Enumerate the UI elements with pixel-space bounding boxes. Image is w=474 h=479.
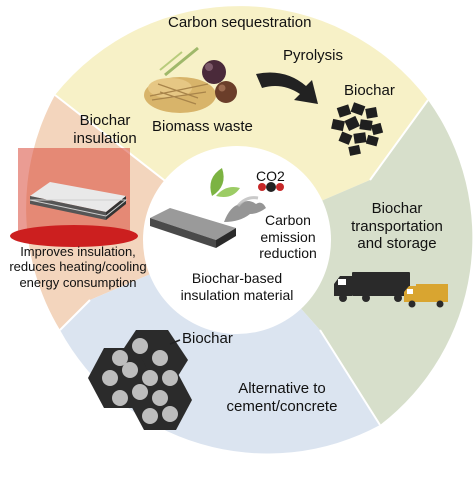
co2-label: CO2: [256, 168, 285, 184]
pyrolysis-arrow: [256, 72, 318, 104]
delivery-van-icon: [404, 284, 448, 308]
honeycomb-biochar-image: [88, 330, 192, 430]
carbon-emission-label: Carbon emission reduction: [259, 212, 317, 262]
truck-icon: [334, 272, 410, 302]
carbon-sequestration-title: Carbon sequestration: [168, 14, 312, 31]
biochar-label-bottom: Biochar: [182, 330, 233, 347]
insulation-panel-image: [10, 148, 138, 247]
leaf-icon: [210, 168, 240, 197]
center-circle: [143, 146, 331, 334]
segment-right: [237, 100, 473, 425]
insulation-caption: Improves insulation, reduces heating/coo…: [9, 244, 147, 290]
center-panel-image: [150, 196, 266, 248]
biomass-waste-image: [144, 46, 237, 113]
pyrolysis-label: Pyrolysis: [283, 47, 344, 64]
biochar-label-top: Biochar: [344, 82, 395, 99]
co2-molecule-icon: [258, 182, 284, 192]
center-title: Biochar-based insulation material: [180, 270, 294, 303]
biochar-transport-title: Biochar transportation and storage: [351, 200, 443, 253]
biochar-cubes-image: [331, 102, 384, 156]
biomass-waste-label: Biomass waste: [152, 118, 253, 135]
biochar-insulation-title: Biochar insulation: [73, 112, 137, 147]
cement-alternative-title: Alternative to cement/concrete: [226, 380, 338, 415]
segment-top: [55, 6, 428, 238]
